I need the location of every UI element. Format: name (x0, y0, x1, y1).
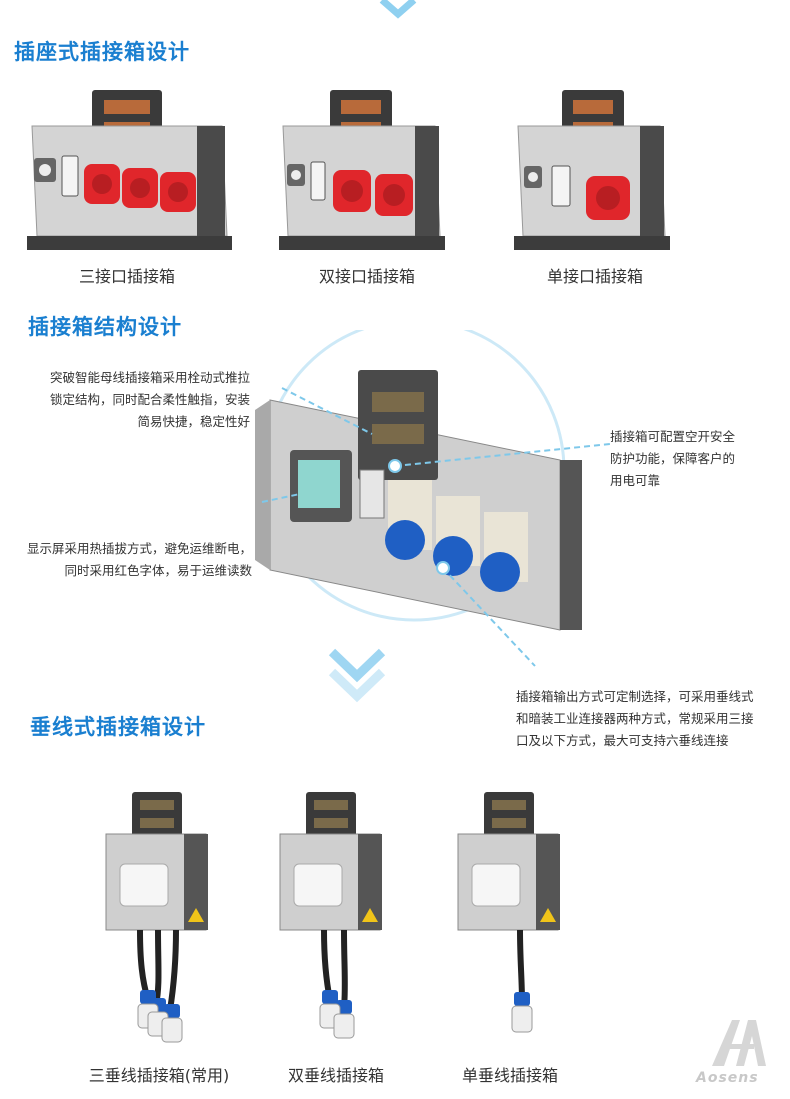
note-line: 同时采用红色字体，易于运维读数 (64, 563, 252, 578)
two-cable-caption: 双垂线插接箱 (287, 1066, 384, 1085)
double-chevron-icon (328, 648, 386, 703)
note-line: 锁定结构，同时配合柔性触指，安装 (49, 392, 250, 407)
vertical-section-title: 垂线式插接箱设计 (30, 715, 206, 739)
note-line: 口及以下方式，最大可支持六垂线连接 (516, 733, 729, 748)
note-line: 突破智能母线插接箱采用栓动式推拉 (49, 370, 250, 385)
note-output: 插接箱输出方式可定制选择，可采用垂线式 和暗装工业连接器两种方式，常规采用三接 … (516, 686, 786, 752)
single-socket-caption: 单接口插接箱 (546, 267, 643, 286)
two-socket-box-image (279, 90, 445, 250)
three-cable-caption: 三垂线插接箱(常用) (88, 1066, 230, 1085)
note-line: 插接箱输出方式可定制选择，可采用垂线式 (516, 689, 754, 704)
note-line: 和暗装工业连接器两种方式，常规采用三接 (516, 711, 754, 726)
note-lock-structure: 突破智能母线插接箱采用栓动式推拉 锁定结构，同时配合柔性触指，安装 简易快捷，稳… (18, 367, 250, 433)
note-breaker: 插接箱可配置空开安全 防护功能，保障客户的 用电可靠 (610, 426, 780, 492)
three-cable-box-image (105, 792, 208, 1043)
three-socket-caption: 三接口插接箱 (78, 267, 175, 286)
brand-logo-icon (712, 1020, 766, 1066)
single-socket-box-image (514, 90, 670, 250)
single-cable-caption: 单垂线插接箱 (461, 1066, 558, 1085)
structure-diagram (255, 330, 611, 667)
two-socket-caption: 双接口插接箱 (318, 267, 415, 286)
note-line: 用电可靠 (610, 473, 661, 488)
socket-section-title: 插座式插接箱设计 (14, 40, 190, 64)
chevron-down-icon (379, 0, 417, 19)
structure-section-title: 插接箱结构设计 (28, 315, 182, 339)
note-line: 显示屏采用热插拔方式，避免运维断电， (26, 541, 252, 556)
single-cable-box-image (457, 792, 560, 1033)
three-socket-box-image (27, 90, 232, 250)
two-cable-box-image (279, 792, 382, 1039)
note-line: 防护功能，保障客户的 (610, 451, 736, 466)
note-line: 简易快捷，稳定性好 (137, 414, 250, 429)
brand-name: Aosens (696, 1070, 759, 1086)
note-display: 显示屏采用热插拔方式，避免运维断电， 同时采用红色字体，易于运维读数 (0, 538, 252, 582)
note-line: 插接箱可配置空开安全 (610, 429, 736, 444)
